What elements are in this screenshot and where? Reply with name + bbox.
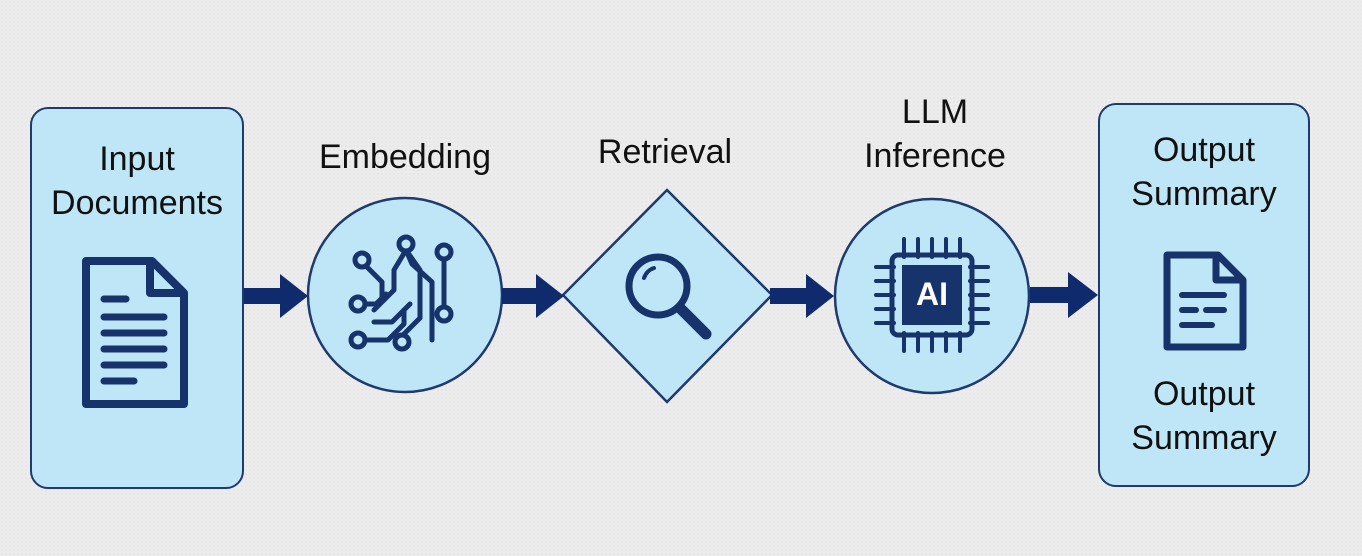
- retrieval-label: Retrieval: [597, 133, 733, 171]
- input-documents-node: [30, 107, 244, 489]
- arrow-embedding-to-retrieval: [502, 274, 564, 318]
- retrieval-node: [561, 188, 774, 404]
- summary-document-icon: [1163, 251, 1247, 351]
- ai-chip-text: AI: [916, 276, 948, 312]
- output-summary-title: Output Summary: [1131, 131, 1277, 213]
- magnifier-icon: [625, 253, 712, 340]
- input-documents-label: Input Documents: [51, 140, 223, 222]
- document-icon: [82, 257, 188, 408]
- embedding-label: Embedding: [318, 138, 491, 176]
- arrow-inference-to-output: [1030, 272, 1098, 318]
- ai-chip-icon: [874, 237, 990, 353]
- neural-circuit-icon: [348, 234, 454, 352]
- output-summary-caption: Output Summary: [1131, 375, 1277, 457]
- arrow-retrieval-to-inference: [770, 274, 834, 318]
- arrow-input-to-embedding: [244, 274, 308, 318]
- llm-inference-label: LLM Inference: [864, 93, 1006, 175]
